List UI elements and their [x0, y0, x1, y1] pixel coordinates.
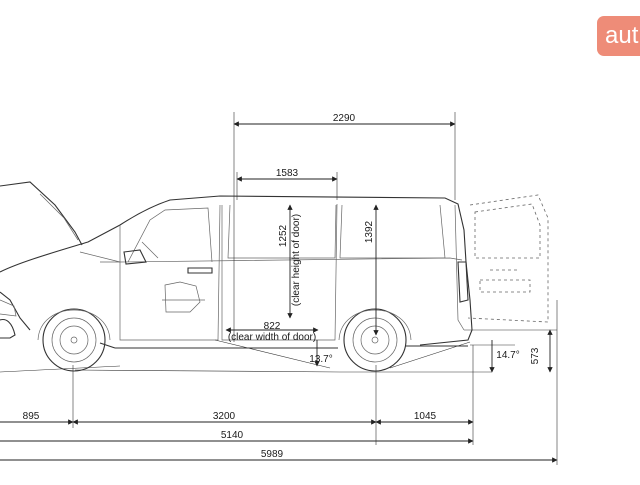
ground-lines: [0, 339, 515, 373]
label-clear-door-width-text: (clear width of door): [228, 332, 316, 343]
label-ramp-angle: 13.7°: [309, 354, 332, 365]
label-front-overhang: 895: [23, 411, 40, 422]
label-overall-length: 5989: [261, 449, 284, 460]
van-outline: [0, 181, 473, 349]
label-load-sill-height: 573: [530, 347, 541, 364]
open-rear-door: [467, 194, 549, 323]
brand-logo-text: aut: [605, 22, 639, 49]
label-length-to-rear-axle: 5140: [221, 430, 244, 441]
label-wheelbase: 3200: [213, 411, 236, 422]
label-clear-door-height-text: (clear height of door): [291, 214, 302, 306]
dimension-labels: 2290 1583 1392 1252 (clear height of doo…: [23, 113, 541, 460]
brand-logo-badge[interactable]: aut: [597, 16, 640, 56]
label-door-opening-length: 1583: [276, 168, 299, 179]
label-clear-door-height-value: 1252: [278, 224, 289, 247]
label-departure-angle: 14.7°: [496, 350, 519, 361]
label-rear-overhang: 1045: [414, 411, 437, 422]
label-interior-height: 1392: [364, 220, 375, 243]
dimension-lines: [0, 112, 558, 465]
front-wheel: [37, 308, 111, 372]
label-cargo-length: 2290: [333, 113, 356, 124]
label-clear-door-width-value: 822: [264, 321, 281, 332]
rear-wheel: [338, 308, 412, 372]
